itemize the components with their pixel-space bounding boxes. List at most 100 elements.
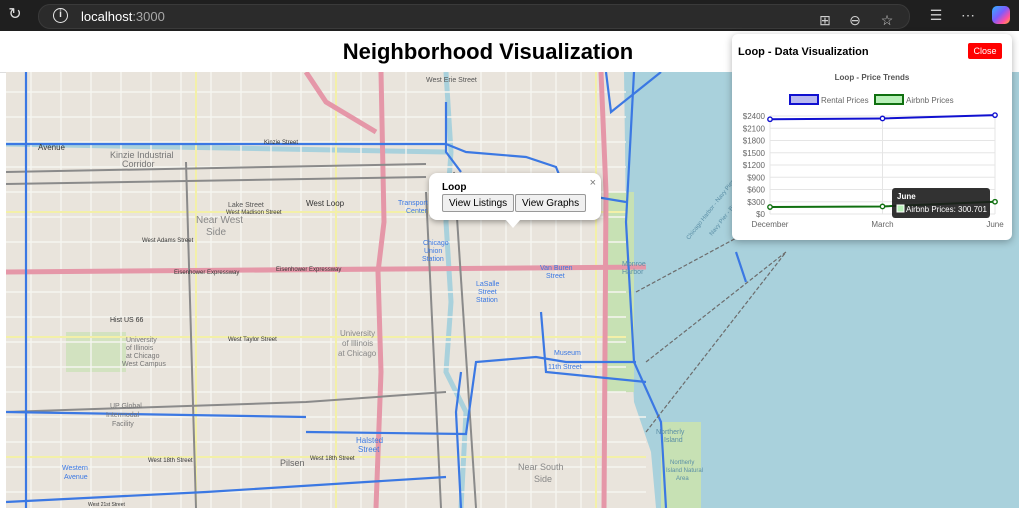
url-text[interactable]: localhost:3000 (81, 9, 165, 24)
data-point (992, 112, 998, 119)
river-north-branch (6, 141, 447, 155)
map-label: Street (358, 445, 380, 454)
map-label: University (340, 329, 375, 338)
map-label: Station (476, 297, 498, 304)
favorite-star-icon[interactable]: ☆ (880, 12, 894, 28)
rail-lines (6, 161, 477, 508)
y-tick-label: $1200 (743, 161, 766, 170)
map-label: LaSalle (476, 281, 499, 288)
map-label: Intermodal (106, 412, 140, 419)
map-label: Van Buren (540, 265, 573, 272)
data-visualization-panel: Loop - Data Visualization Close Loop - P… (732, 34, 1012, 240)
map-label: of Illinois (342, 339, 373, 348)
data-point (879, 203, 886, 210)
reload-icon[interactable]: ↻ (8, 6, 22, 23)
data-point (879, 115, 886, 122)
map-label: Halsted (356, 436, 383, 445)
map-label: Transport (398, 200, 428, 207)
map-label: Center (406, 208, 428, 215)
legend-swatch (874, 94, 904, 105)
y-tick-label: $2100 (743, 124, 766, 133)
view-graphs-button[interactable]: View Graphs (515, 194, 587, 212)
data-point (767, 116, 773, 123)
map-label: 11th Street (548, 364, 582, 371)
map-label: UP Global (110, 403, 142, 410)
info-icon[interactable]: i (53, 8, 68, 23)
address-bar[interactable]: i localhost:3000 ⊞ ⊖ ☆ (38, 4, 910, 29)
url-host: localhost (81, 9, 133, 24)
y-tick-label: $0 (756, 210, 765, 219)
tooltip-box (892, 188, 990, 218)
zoom-icon[interactable]: ⊖ (849, 12, 861, 28)
map-label: Eisenhower Expressway (276, 267, 341, 273)
close-button[interactable]: Close (968, 43, 1002, 59)
map-label: Western (62, 465, 88, 472)
more-icon[interactable]: ⋯ (961, 7, 975, 23)
map-label: Island (664, 437, 683, 444)
data-point (767, 204, 773, 210)
map-label: University (126, 337, 157, 344)
map-label: West Madison Street (226, 210, 282, 216)
y-tick-label: $600 (747, 186, 765, 195)
map-label: Street (546, 273, 565, 280)
map-label: West Loop (306, 199, 345, 208)
map-label: Union (424, 248, 442, 255)
map-label: West Adams Street (142, 238, 194, 244)
chart-title: Loop - Price Trends (835, 73, 910, 82)
map-label: Avenue (38, 143, 66, 152)
map-label: West Campus (122, 361, 166, 368)
panel-title: Loop - Data Visualization (738, 46, 869, 58)
tooltip-swatch (896, 204, 905, 213)
map-label: Near West (196, 215, 243, 226)
y-tick-label: $1800 (743, 137, 766, 146)
park-area (66, 332, 126, 372)
map-label: Northerly (670, 460, 694, 466)
map-label: Chicago (423, 240, 449, 247)
browser-toolbar: ↻ i localhost:3000 ⊞ ⊖ ☆ ☰ ⋯ (0, 0, 1019, 31)
map-label: Island Natural (666, 468, 703, 474)
page-title: Neighborhood Visualization (342, 39, 634, 64)
map-label: Corridor (122, 159, 155, 169)
map-label: of Illinois (126, 345, 154, 352)
map-label: Monroe (622, 261, 646, 268)
map-label: Museum (554, 350, 581, 357)
map-label: Hist US 66 (110, 317, 144, 324)
map-label: West Erie Street (426, 77, 477, 84)
x-tick-label: June (986, 220, 1004, 229)
chicago-river (443, 72, 469, 508)
map-label: West 18th Street (148, 458, 193, 464)
map-label: Eisenhower Expressway (174, 270, 239, 276)
view-listings-button[interactable]: View Listings (442, 194, 515, 212)
northerly-island (661, 422, 701, 508)
close-icon[interactable]: × (589, 177, 596, 189)
map-label: Side (534, 474, 552, 484)
copilot-icon[interactable] (992, 6, 1010, 24)
x-tick-label: December (752, 220, 789, 229)
expressways (6, 72, 647, 508)
popup-title: Loop (442, 182, 467, 193)
map-label: at Chicago (126, 353, 160, 360)
apps-icon[interactable]: ⊞ (819, 12, 831, 28)
url-port: :3000 (132, 9, 165, 24)
legend-swatch (789, 94, 819, 105)
map-label: Kinzie Street (264, 140, 298, 146)
map-label: Facility (112, 421, 134, 428)
map-label: Station (422, 256, 444, 263)
map-label: Pilsen (280, 458, 305, 468)
map-label: West 21st Street (88, 502, 125, 508)
map-label: Street (478, 289, 497, 296)
map-label: Lake Street (228, 202, 264, 209)
y-tick-label: $2400 (743, 112, 766, 121)
neighborhood-boundaries (6, 72, 748, 508)
map-label: Harbor (622, 269, 644, 276)
favorites-bar-icon[interactable]: ☰ (929, 7, 943, 23)
tooltip-text: Airbnb Prices: 300.701 (906, 205, 987, 214)
x-tick-label: March (871, 220, 893, 229)
map-label: at Chicago (338, 349, 377, 358)
y-tick-label: $300 (747, 198, 765, 207)
y-tick-label: $900 (747, 173, 765, 182)
map-label: Near South (518, 462, 564, 472)
legend-label: Airbnb Prices (906, 96, 954, 105)
tooltip-title: June (897, 192, 916, 201)
